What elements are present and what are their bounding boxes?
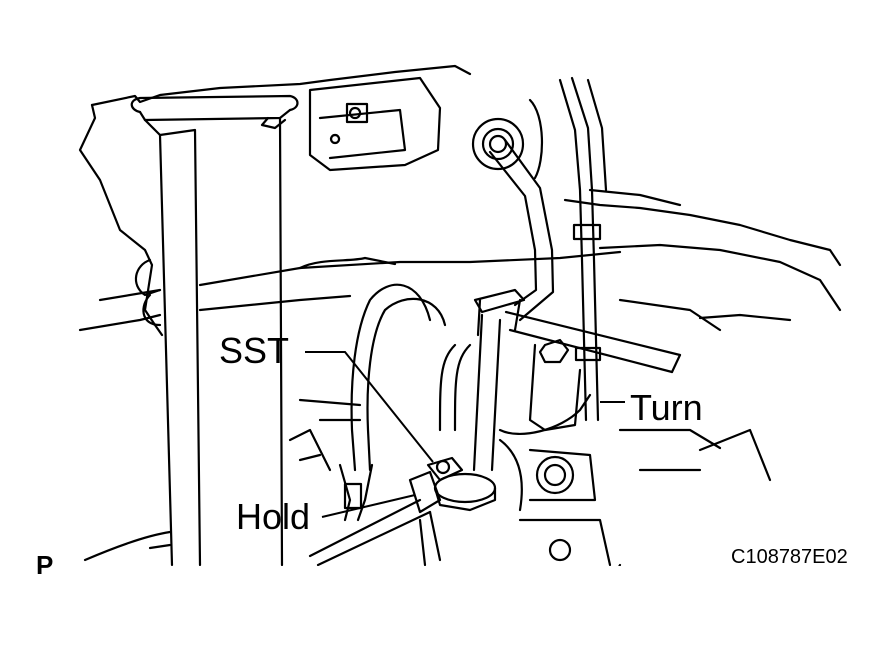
mount-bolt	[538, 338, 570, 364]
turn-label: Turn	[630, 387, 703, 428]
brake-line-a	[558, 78, 588, 422]
bracket-hole	[345, 102, 369, 124]
turn-bar	[504, 310, 682, 374]
grommet	[471, 117, 525, 171]
body-panel-outline	[90, 64, 472, 107]
hold-leader	[321, 494, 416, 518]
upper-bracket	[308, 76, 442, 172]
hold-label: Hold	[236, 496, 311, 537]
view-label: P	[36, 550, 54, 580]
upper-bracket-inner	[318, 108, 407, 160]
lower-rod	[308, 498, 432, 567]
vertical-strut	[158, 128, 202, 567]
body-panel-left	[78, 103, 164, 337]
figure-code: C108787E02	[731, 546, 848, 568]
sst-leader	[305, 351, 434, 463]
brake-cable	[350, 283, 432, 472]
sst-tbar-top	[473, 288, 526, 314]
sst-label: SST	[219, 330, 290, 371]
crossmember	[98, 250, 622, 302]
wrench-handle	[488, 150, 538, 307]
sst-shaft	[472, 313, 502, 472]
